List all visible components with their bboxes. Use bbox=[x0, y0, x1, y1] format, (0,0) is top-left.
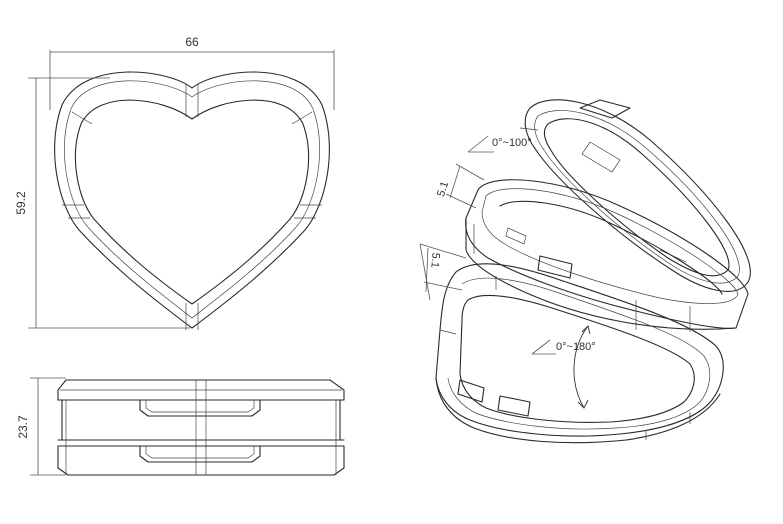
lid-angle-label: 0°~100° bbox=[492, 137, 532, 149]
lower-depth-annotation: 5.1 bbox=[419, 243, 467, 301]
upper-depth-label: 5.1 bbox=[435, 180, 451, 198]
height-dimension: 59.2 bbox=[14, 77, 190, 329]
lid-piece bbox=[519, 99, 751, 292]
lower-depth-label: 5.1 bbox=[428, 252, 441, 268]
upper-depth-annotation: 5.1 bbox=[435, 163, 485, 209]
base-tray bbox=[435, 263, 724, 444]
thickness-label: 23.7 bbox=[16, 415, 30, 439]
exploded-view: 0°~100° 0°~180° 5.1 5.1 bbox=[419, 99, 751, 444]
mid-angle-annotation: 0°~180° bbox=[531, 325, 596, 409]
lid-angle-annotation: 0°~100° bbox=[467, 135, 532, 153]
width-dimension: 66 bbox=[49, 35, 335, 110]
top-view-heart bbox=[54, 71, 330, 330]
height-label: 59.2 bbox=[14, 191, 28, 215]
width-label: 66 bbox=[185, 35, 199, 49]
mid-angle-label: 0°~180° bbox=[556, 341, 596, 353]
side-view bbox=[57, 379, 345, 476]
thickness-dimension: 23.7 bbox=[16, 377, 66, 476]
